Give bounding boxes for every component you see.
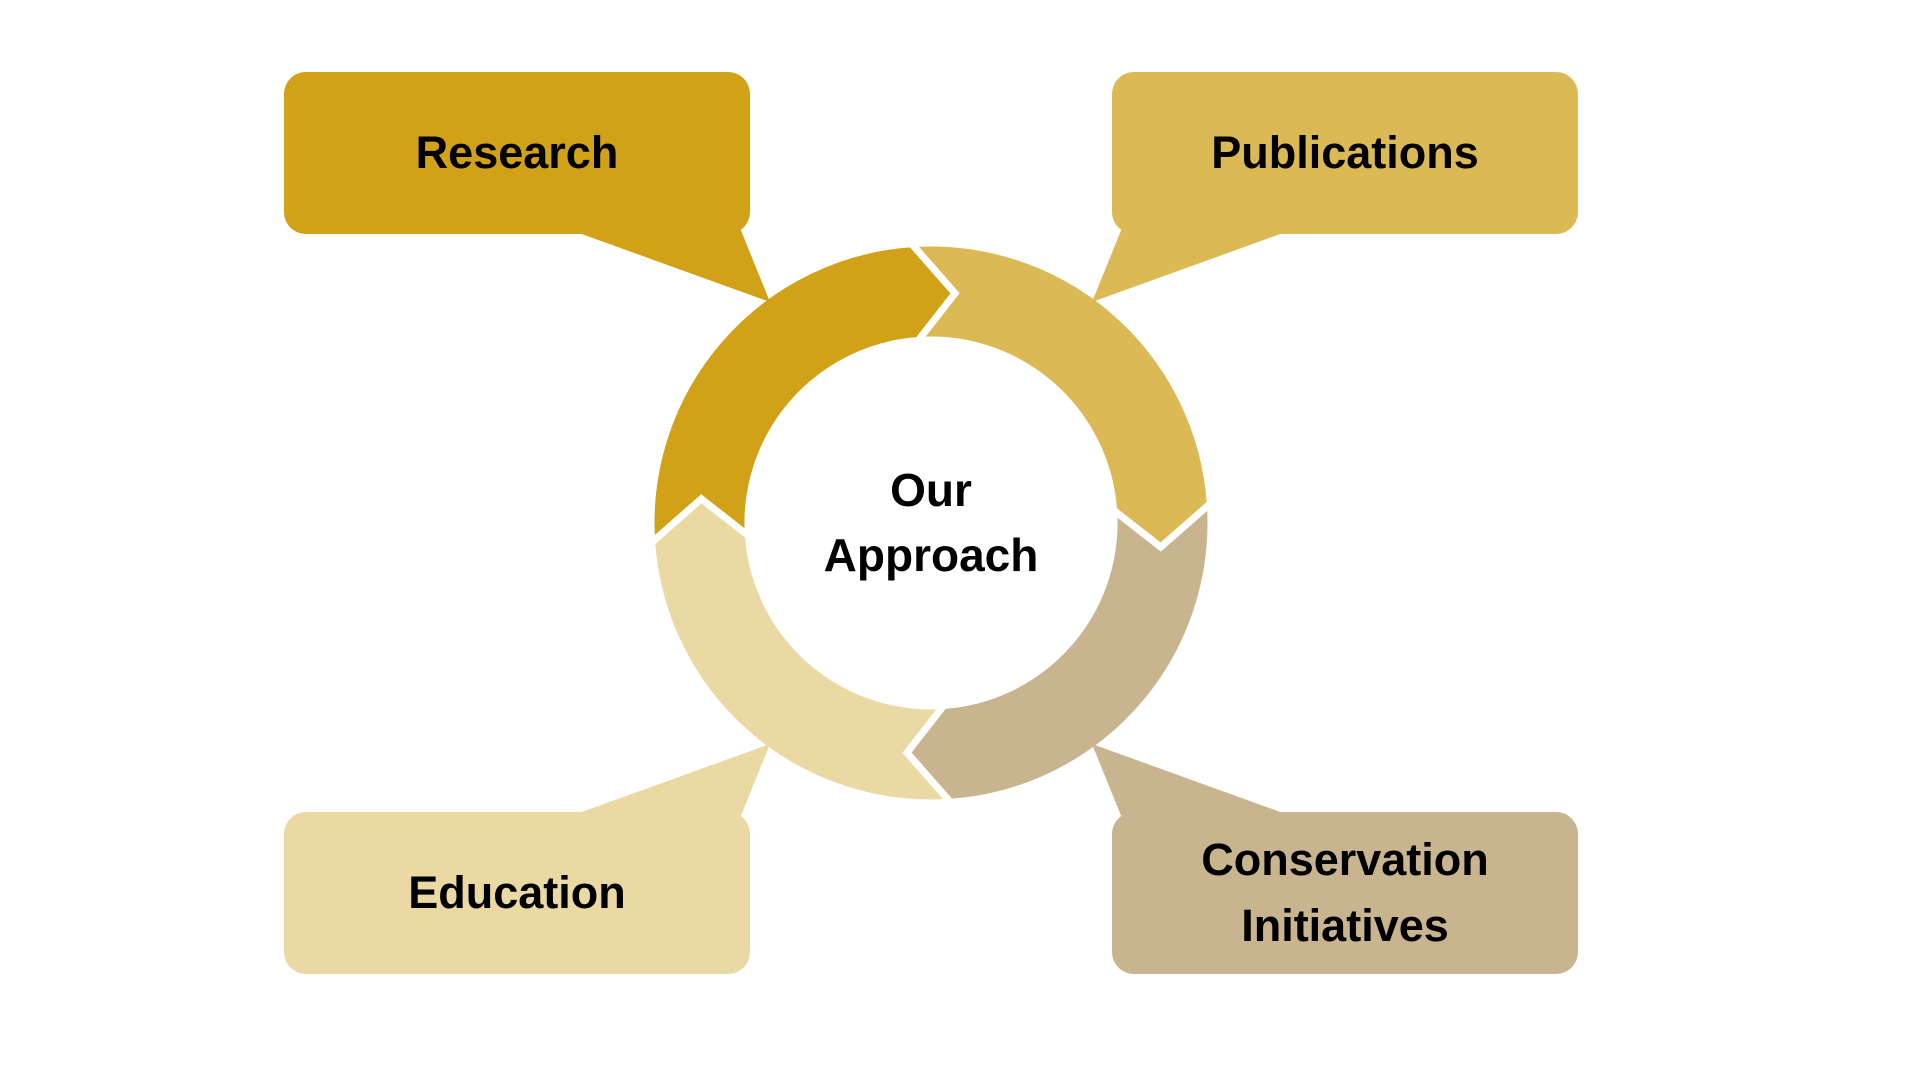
callout-conservation-initiatives: Conservation Initiatives bbox=[1112, 812, 1578, 974]
cycle-segment-research bbox=[647, 240, 960, 550]
cycle-segment-conservation bbox=[902, 496, 1215, 806]
callout-conservation-initiatives-label: Conservation Initiatives bbox=[1201, 834, 1489, 951]
callout-education-label: Education bbox=[408, 867, 626, 918]
connector-conservation bbox=[1092, 744, 1297, 818]
callout-education: Education bbox=[284, 812, 750, 974]
callout-publications-label: Publications bbox=[1211, 127, 1479, 178]
callout-publications: Publications bbox=[1112, 72, 1578, 234]
connector-publications bbox=[1092, 228, 1297, 302]
connector-research bbox=[565, 228, 770, 302]
callout-research: Research bbox=[284, 72, 750, 234]
cycle-segment-publications bbox=[904, 239, 1214, 552]
cycle-segment-education bbox=[648, 494, 958, 807]
connector-education bbox=[565, 744, 770, 818]
callout-research-label: Research bbox=[415, 127, 619, 178]
